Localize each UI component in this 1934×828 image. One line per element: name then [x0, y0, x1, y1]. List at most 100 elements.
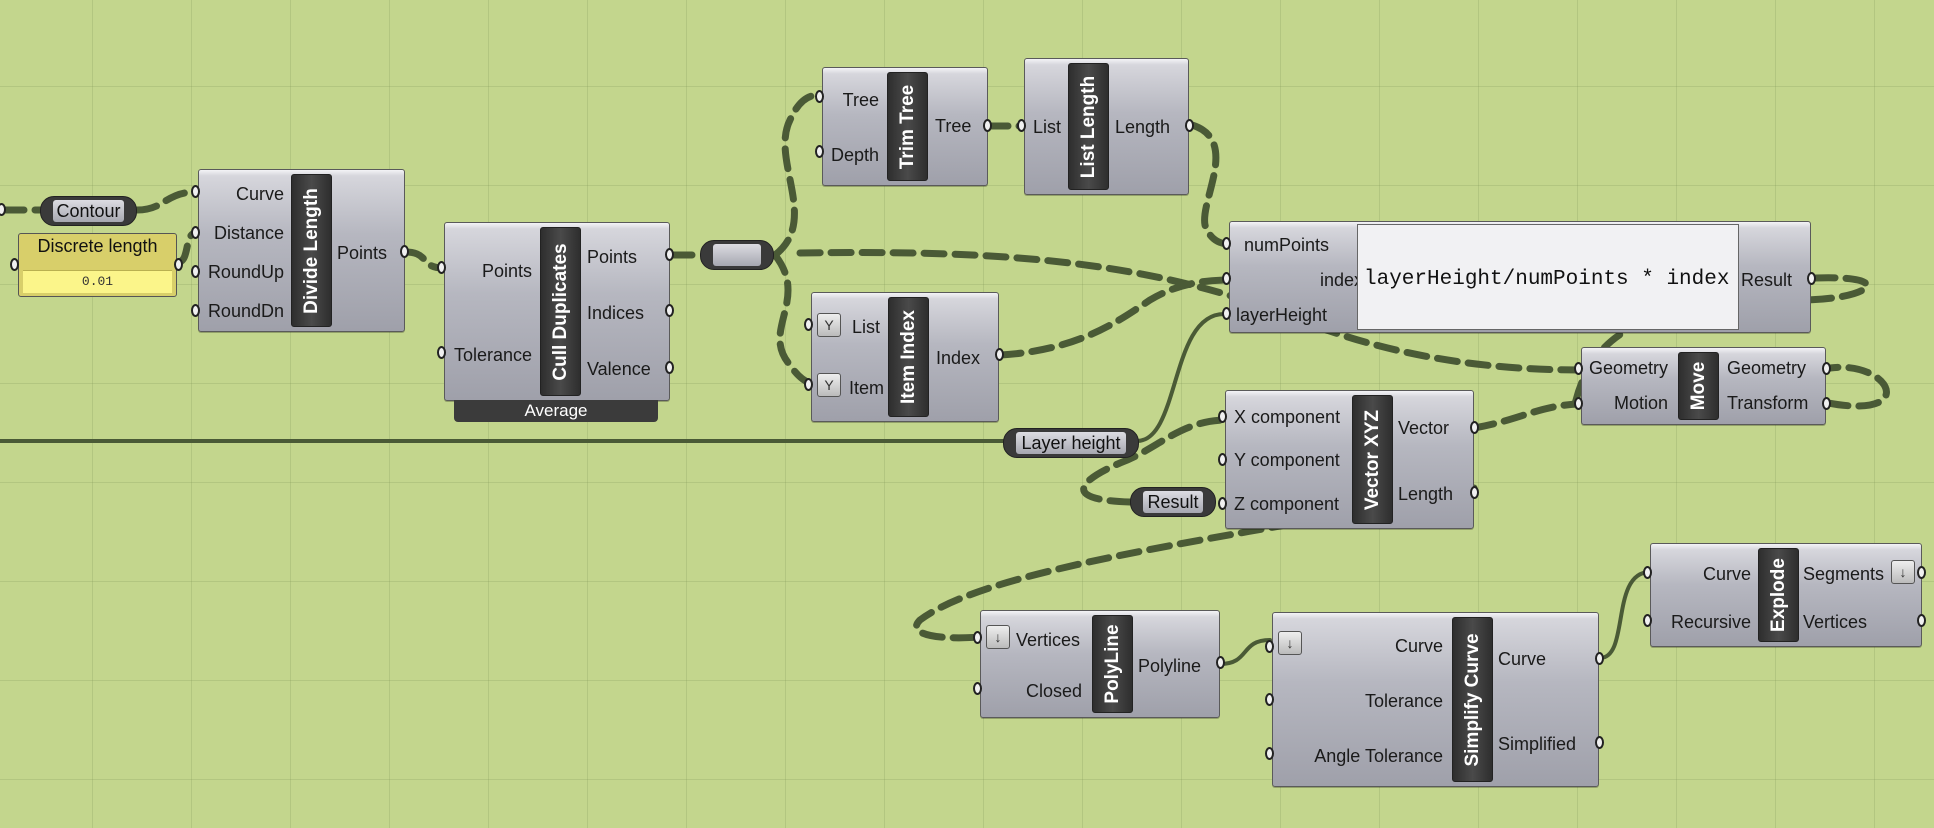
wire-polyline-simplify[interactable] — [1218, 638, 1272, 666]
output-result[interactable]: Result — [1741, 270, 1793, 290]
input-numpoints[interactable]: numPoints — [1244, 235, 1330, 255]
output-indices[interactable]: Indices — [587, 303, 645, 323]
expr-index-port[interactable] — [1222, 272, 1231, 285]
slider-left-port[interactable] — [10, 258, 19, 271]
input-distance[interactable]: Distance — [213, 223, 284, 243]
slider-value[interactable]: 0.01 — [23, 270, 172, 293]
output-tree[interactable]: Tree — [935, 116, 972, 136]
divide-length-node[interactable]: Divide Length Curve Distance RoundUp Rou… — [198, 169, 405, 332]
filter-icon[interactable]: Y — [817, 373, 841, 397]
contour-relay[interactable]: Contour — [40, 196, 137, 226]
output-curve[interactable]: Curve — [1498, 649, 1547, 669]
flatten-icon[interactable]: ↓ — [986, 625, 1010, 649]
output-length[interactable]: Length — [1115, 117, 1171, 137]
cull-duplicates-node[interactable]: Cull Duplicates Points Tolerance Points … — [444, 222, 670, 401]
input-vertices[interactable]: Vertices — [1016, 630, 1081, 650]
trim-tree-in-port[interactable] — [815, 90, 824, 103]
output-polyline[interactable]: Polyline — [1138, 656, 1202, 676]
simp-angle-port[interactable] — [1265, 747, 1274, 760]
item-index-title[interactable]: Item Index — [888, 297, 929, 417]
simplify-curve-title[interactable]: Simplify Curve — [1452, 617, 1493, 782]
explode-title[interactable]: Explode — [1758, 548, 1799, 642]
exp-vertices-port[interactable] — [1917, 614, 1926, 627]
input-angle-tolerance[interactable]: Angle Tolerance — [1314, 746, 1443, 766]
output-points[interactable]: Points — [337, 243, 388, 263]
simp-curve-out-port[interactable] — [1595, 652, 1604, 665]
output-segments[interactable]: Segments — [1803, 564, 1885, 584]
cull-points-out-port[interactable] — [665, 248, 674, 261]
wire-contour-divide[interactable] — [0, 188, 200, 214]
divide-rounddn-port[interactable] — [191, 304, 200, 317]
polyline-title[interactable]: PolyLine — [1092, 615, 1133, 713]
input-index[interactable]: index — [1320, 270, 1364, 290]
input-z-component[interactable]: Z component — [1234, 494, 1340, 514]
expression-node[interactable]: numPoints index layerHeight layerHeight/… — [1229, 221, 1811, 333]
polyline-node[interactable]: PolyLine ↓ Vertices Closed Polyline — [980, 610, 1220, 718]
graft-icon[interactable]: ↓ — [1278, 631, 1302, 655]
simp-simplified-port[interactable] — [1595, 736, 1604, 749]
poly-closed-port[interactable] — [973, 682, 982, 695]
move-title[interactable]: Move — [1678, 352, 1719, 420]
input-item[interactable]: Item — [849, 378, 885, 398]
item-list-port[interactable] — [804, 318, 813, 331]
poly-vertices-port[interactable] — [973, 631, 982, 644]
vector-xyz-node[interactable]: Vector XYZ X component Y component Z com… — [1225, 390, 1474, 529]
list-length-in-port[interactable] — [1017, 119, 1026, 132]
input-curve[interactable]: Curve — [235, 184, 284, 204]
divide-curve-port[interactable] — [191, 185, 200, 198]
trim-tree-node[interactable]: Trim Tree Tree Depth Tree — [822, 67, 988, 186]
flatten-icon[interactable]: ↓ — [1891, 560, 1915, 584]
wire-length-numpoints[interactable] — [1188, 121, 1233, 248]
input-rounddn[interactable]: RoundDn — [207, 301, 284, 321]
input-curve[interactable]: Curve — [1394, 636, 1443, 656]
move-motion-port[interactable] — [1574, 397, 1583, 410]
expr-numpoints-port[interactable] — [1222, 237, 1231, 250]
item-index-node[interactable]: Item Index Y List Y Item Index — [811, 292, 999, 422]
input-tolerance[interactable]: Tolerance — [453, 345, 532, 365]
exp-curve-port[interactable] — [1643, 566, 1652, 579]
move-geometry-in-port[interactable] — [1574, 362, 1583, 375]
input-tolerance[interactable]: Tolerance — [1364, 691, 1443, 711]
simp-curve-in-port[interactable] — [1265, 640, 1274, 653]
expr-layerheight-port[interactable] — [1222, 307, 1231, 320]
cull-average-footer[interactable]: Average — [454, 400, 658, 422]
trim-tree-out-port[interactable] — [983, 119, 992, 132]
output-index[interactable]: Index — [936, 348, 981, 368]
input-depth[interactable]: Depth — [830, 145, 879, 165]
filter-icon[interactable]: Y — [817, 313, 841, 337]
discrete-length-slider[interactable]: Discrete length 0.01 — [18, 233, 177, 297]
cull-duplicates-title[interactable]: Cull Duplicates — [540, 227, 581, 396]
output-simplified[interactable]: Simplified — [1498, 734, 1577, 754]
list-length-out-port[interactable] — [1185, 119, 1194, 132]
exp-segments-port[interactable] — [1917, 566, 1926, 579]
divide-distance-port[interactable] — [191, 226, 200, 239]
exp-recursive-port[interactable] — [1643, 614, 1652, 627]
cull-tolerance-port[interactable] — [437, 346, 446, 359]
input-list[interactable]: List — [1033, 117, 1062, 137]
list-length-node[interactable]: List Length List Length — [1024, 58, 1189, 195]
input-layerheight[interactable]: layerHeight — [1236, 305, 1328, 325]
move-node[interactable]: Move Geometry Motion Geometry Transform — [1581, 347, 1826, 425]
input-closed[interactable]: Closed — [1026, 681, 1083, 701]
input-roundup[interactable]: RoundUp — [207, 262, 284, 282]
layer-height-relay[interactable]: Layer height — [1003, 428, 1139, 458]
contour-input-port[interactable] — [0, 203, 6, 216]
input-geometry[interactable]: Geometry — [1588, 358, 1668, 378]
divide-roundup-port[interactable] — [191, 265, 200, 278]
output-geometry[interactable]: Geometry — [1727, 358, 1807, 378]
vec-vector-port[interactable] — [1470, 421, 1479, 434]
input-recursive[interactable]: Recursive — [1670, 612, 1751, 632]
wire-simplify-explode[interactable] — [1598, 570, 1652, 660]
cull-indices-port[interactable] — [665, 304, 674, 317]
output-points[interactable]: Points — [587, 247, 638, 267]
vec-z-port[interactable] — [1218, 497, 1227, 510]
list-length-title[interactable]: List Length — [1068, 63, 1109, 190]
vector-xyz-title[interactable]: Vector XYZ — [1352, 395, 1393, 524]
output-vertices[interactable]: Vertices — [1803, 612, 1868, 632]
wire-move-loop[interactable] — [1824, 363, 1890, 410]
wire-layer-height[interactable] — [1135, 312, 1226, 443]
vec-length-port[interactable] — [1470, 486, 1479, 499]
explode-node[interactable]: Explode Curve Recursive Segments ↓ Verti… — [1650, 543, 1922, 647]
trim-depth-port[interactable] — [815, 145, 824, 158]
